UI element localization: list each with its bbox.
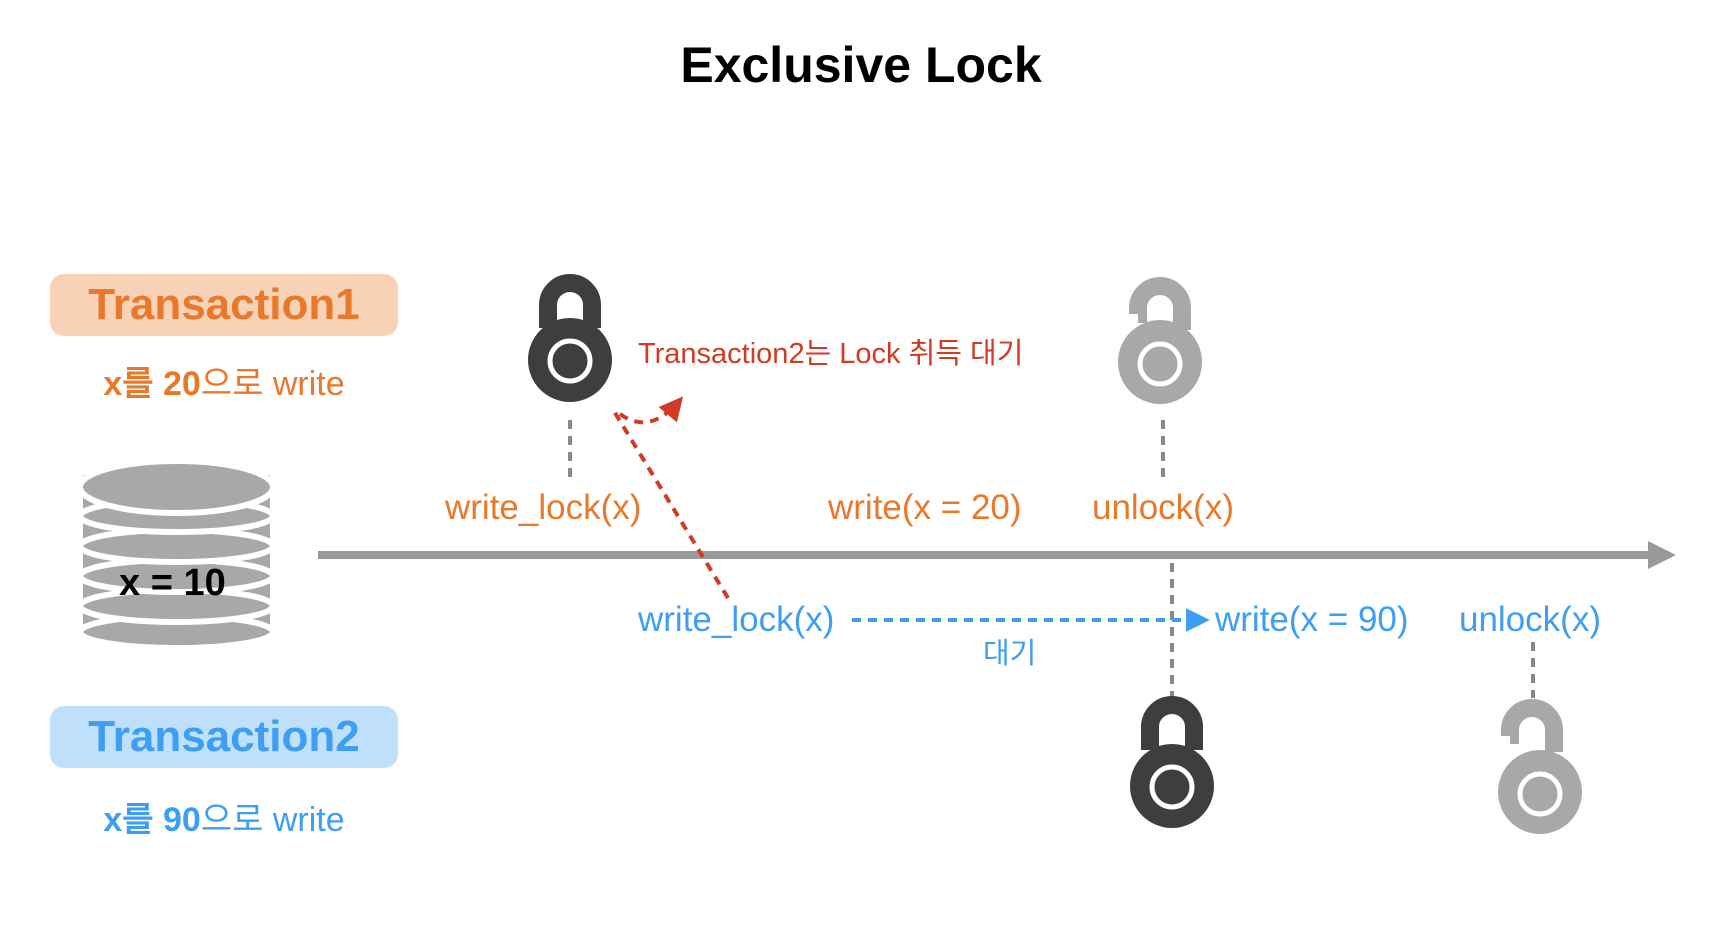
transaction1-description: x를 20으로 write	[50, 356, 398, 405]
transaction2-unlock-icon	[1494, 699, 1582, 834]
transaction1-unlock-icon	[1118, 277, 1202, 404]
transaction1-name: Transaction1	[88, 280, 360, 329]
lock-conflict-dashed-line	[610, 406, 730, 600]
lock-conflict-curved-arrow	[618, 396, 684, 425]
t2-write-label: write(x = 90)	[1215, 600, 1409, 639]
transaction1-desc-bold: x를 20	[103, 365, 201, 403]
t2-unlock-label: unlock(x)	[1459, 600, 1601, 639]
t1-unlock-label: unlock(x)	[1092, 488, 1234, 527]
lock-wait-note: Transaction2는 Lock 취득 대기	[638, 338, 1024, 370]
transaction2-description: x를 90으로 write	[50, 792, 398, 841]
database-icon	[77, 458, 276, 651]
transaction2-desc-rest: 으로 write	[200, 801, 345, 839]
database-value-label: x = 10	[119, 562, 226, 604]
transaction1-desc-rest: 으로 write	[200, 365, 345, 403]
t2-write-lock-label: write_lock(x)	[638, 600, 835, 639]
transaction1-lock-icon	[528, 274, 612, 402]
transaction2-badge: Transaction2	[50, 706, 398, 768]
transaction2-lock-icon	[1130, 696, 1214, 828]
timeline-arrowhead	[1648, 541, 1676, 569]
transaction1-badge: Transaction1	[50, 274, 398, 336]
page-title: Exclusive Lock	[680, 37, 1042, 93]
transaction2-name: Transaction2	[88, 712, 360, 761]
transaction2-desc-bold: x를 90	[103, 801, 201, 839]
t1-write-lock-label: write_lock(x)	[445, 488, 642, 527]
t1-write-label: write(x = 20)	[828, 488, 1022, 527]
t2-wait-label: 대기	[983, 638, 1037, 670]
